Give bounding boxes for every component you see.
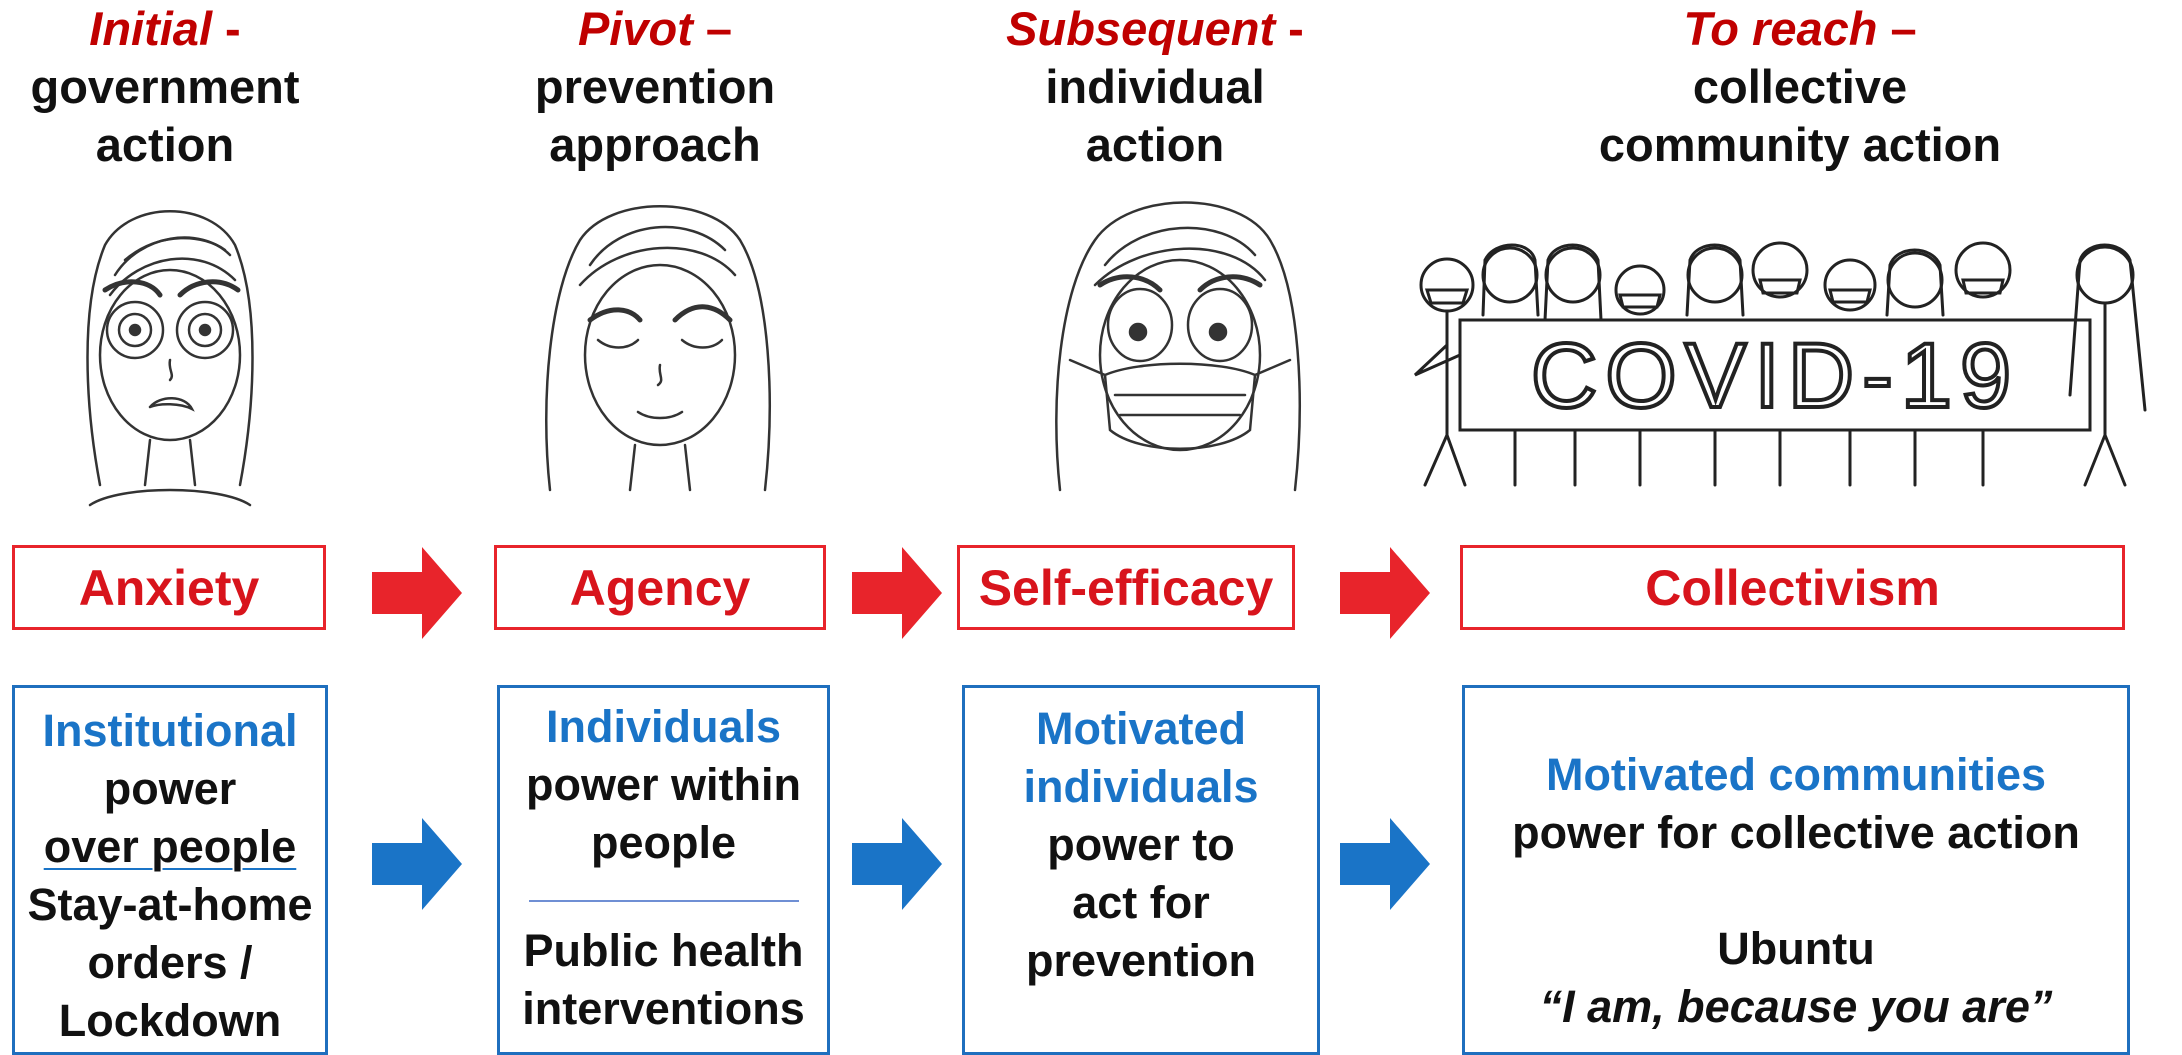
power-highlight: Motivated <box>1035 703 1246 754</box>
power-box-motivated-communities: Motivated communities power for collecti… <box>1462 685 2130 1055</box>
heading-subsequent: Subsequent - individual action <box>990 0 1320 174</box>
power-highlight: Individuals <box>545 701 782 752</box>
right-arrow-icon <box>852 818 942 910</box>
ubuntu-title: Ubuntu <box>1717 923 1875 974</box>
power-highlight: Institutional <box>42 705 298 756</box>
action-line: Stay-at-home <box>27 879 313 930</box>
ubuntu-quote: “I am, because you are” <box>1539 981 2053 1032</box>
heading-initial: Initial - government action <box>10 0 320 174</box>
power-box-individuals: Individuals power within people Public h… <box>497 685 830 1055</box>
action-line: Lockdown <box>58 995 282 1046</box>
power-line: prevention <box>1025 935 1257 986</box>
masked-girl-sketch <box>1055 201 1301 492</box>
emotion-box-collectivism: Collectivism <box>1460 545 2125 630</box>
right-arrow-icon <box>1340 818 1430 910</box>
calm-girl-sketch <box>545 205 771 492</box>
emotion-label: Self-efficacy <box>978 559 1274 616</box>
heading-line: community action <box>1598 118 2002 171</box>
power-line: people <box>590 817 737 868</box>
heading-line: collective <box>1692 60 1908 113</box>
power-highlight: Motivated communities <box>1545 749 2047 800</box>
emotion-label: Anxiety <box>78 559 260 616</box>
heading-line: approach <box>549 118 761 171</box>
power-box-motivated-individuals: Motivated individuals power to act for p… <box>962 685 1320 1055</box>
heading-to-reach: To reach – collective community action <box>1500 0 2100 174</box>
action-line: interventions <box>522 983 805 1034</box>
right-arrow-icon <box>372 547 462 639</box>
power-line: over people <box>43 821 297 872</box>
power-line: power within <box>526 759 801 810</box>
emotion-box-agency: Agency <box>494 545 826 630</box>
divider <box>528 900 799 902</box>
right-arrow-icon <box>1340 547 1430 639</box>
action-line: Public health <box>523 925 804 976</box>
emotion-label: Agency <box>569 559 751 616</box>
right-arrow-icon <box>852 547 942 639</box>
heading-pivot: Pivot – prevention approach <box>500 0 810 174</box>
banner-text: COVID-19 <box>1531 325 2019 427</box>
emotion-box-anxiety: Anxiety <box>12 545 326 630</box>
right-arrow-icon <box>372 818 462 910</box>
stage-label-subsequent: Subsequent <box>1006 2 1276 55</box>
heading-line: action <box>95 118 235 171</box>
action-line: orders / <box>87 937 253 988</box>
heading-line: government <box>30 60 300 113</box>
anxious-girl-sketch <box>86 210 254 507</box>
heading-line: action <box>1085 118 1225 171</box>
power-highlight: individuals <box>1023 761 1259 812</box>
power-line: power to <box>1047 819 1235 870</box>
power-line: act for <box>1072 877 1210 928</box>
banner <box>1458 318 2092 432</box>
masked-group-holding-banner: COVID-19 <box>1413 241 2147 487</box>
emotion-box-self-efficacy: Self-efficacy <box>957 545 1295 630</box>
emotion-label: Collectivism <box>1645 559 1940 616</box>
stick-figure-heads <box>1419 241 2147 412</box>
power-line: power <box>103 763 237 814</box>
stage-label-pivot: Pivot <box>577 2 693 55</box>
heading-line: prevention <box>534 60 776 113</box>
power-box-institutional: Institutional power over people Stay-at-… <box>12 685 328 1055</box>
stage-label-to-reach: To reach <box>1683 2 1878 55</box>
power-line: power for collective action <box>1512 807 2080 858</box>
heading-line: individual <box>1045 60 1265 113</box>
stage-label-initial: Initial <box>89 2 212 55</box>
